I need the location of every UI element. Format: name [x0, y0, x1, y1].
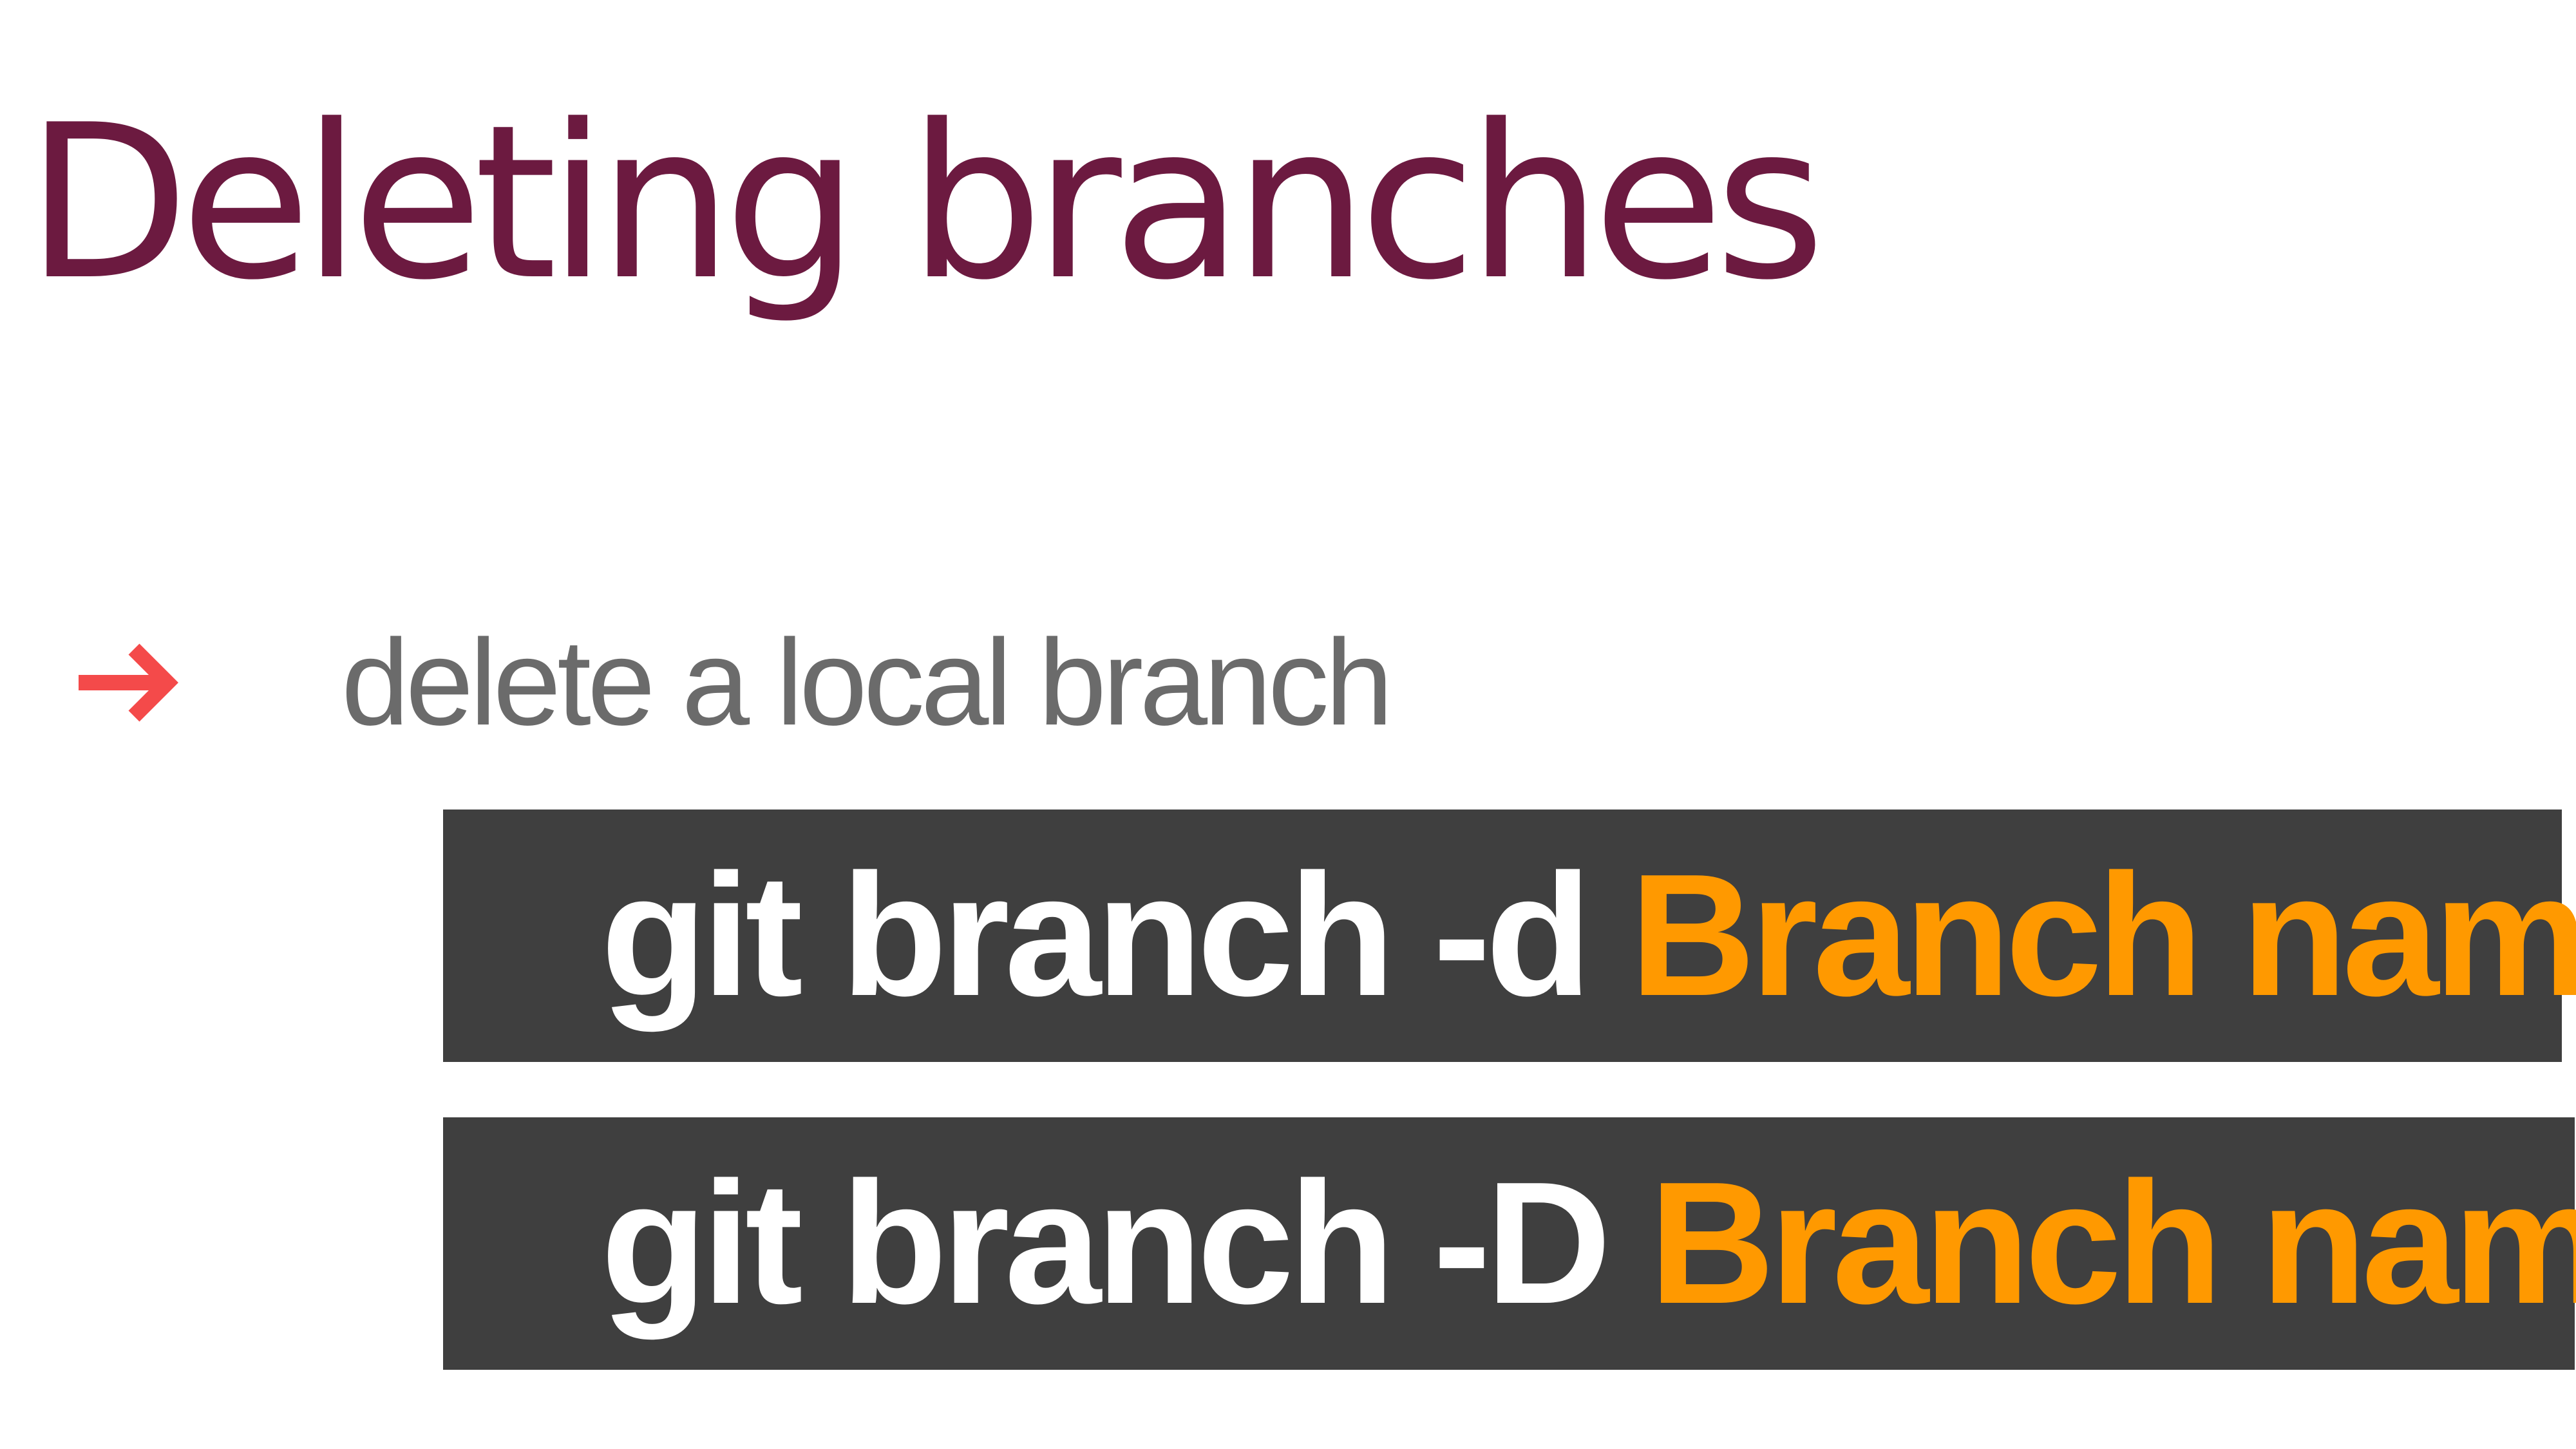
slide-title: Deleting branches [26, 79, 1826, 327]
bullet-text: delete a local branch [341, 614, 1393, 751]
right-arrow-icon [79, 643, 178, 722]
command-argument-text: Branch name [1649, 1146, 2576, 1340]
command-block-lowercase-d: git branch -d Branch name [443, 810, 2576, 1062]
bullet-item: delete a local branch [71, 614, 1393, 751]
command-argument-text: Branch name [1629, 838, 2576, 1032]
command-base-text: git branch -D [601, 1146, 1649, 1340]
command-base-text: git branch -d [601, 838, 1630, 1032]
command-line: git branch -d Branch name [601, 849, 2576, 1023]
command-block-uppercase-d: git branch -D Branch name [443, 1117, 2576, 1370]
command-line: git branch -D Branch name [601, 1157, 2576, 1331]
